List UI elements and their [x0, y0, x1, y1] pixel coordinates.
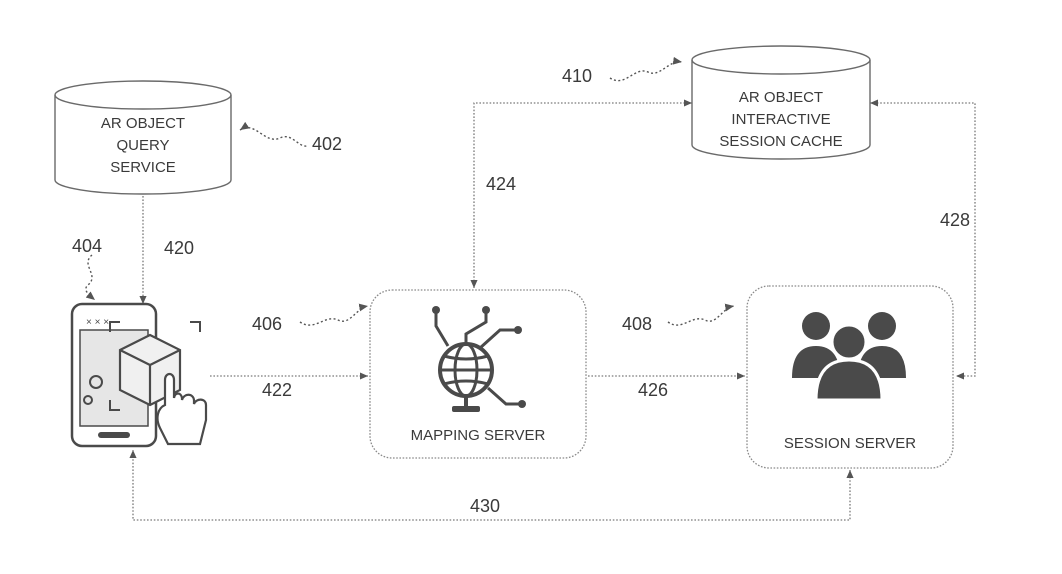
mapping-server-node: MAPPING SERVER — [369, 289, 587, 459]
svg-text:× × ×: × × × — [86, 317, 109, 328]
query-service-node: AR OBJECT QUERY SERVICE — [54, 80, 232, 195]
ref-408: 408 — [622, 314, 652, 334]
edge-mapping-to-cache — [470, 99, 692, 288]
users-group-icon — [792, 312, 906, 402]
edge-session-to-device — [129, 450, 854, 521]
ref-402: 402 — [312, 134, 342, 154]
ref-426: 426 — [638, 380, 668, 400]
ref-410: 410 — [562, 66, 592, 86]
client-device-node: × × × — [70, 302, 208, 448]
session-cache-node: AR OBJECT INTERACTIVE SESSION CACHE — [691, 45, 871, 160]
ref-406: 406 — [252, 314, 282, 334]
ref-430: 430 — [470, 496, 500, 516]
session-server-node: SESSION SERVER — [746, 285, 954, 469]
session-cache-label-1: AR OBJECT — [739, 89, 823, 106]
session-cache-label-2: INTERACTIVE — [731, 111, 830, 128]
query-service-label-1: AR OBJECT — [101, 115, 185, 132]
ref-428: 428 — [940, 210, 970, 230]
edge-cache-to-session — [870, 99, 976, 380]
query-service-label-2: QUERY — [116, 137, 169, 154]
mapping-server-label: MAPPING SERVER — [411, 427, 546, 444]
ref-424: 424 — [486, 174, 516, 194]
ref-420: 420 — [164, 238, 194, 258]
session-server-label: SESSION SERVER — [784, 435, 916, 452]
session-cache-label-3: SESSION CACHE — [719, 133, 842, 150]
ref-422: 422 — [262, 380, 292, 400]
ref-404: 404 — [72, 236, 102, 256]
query-service-label-3: SERVICE — [110, 159, 176, 176]
globe-network-icon — [432, 306, 526, 412]
